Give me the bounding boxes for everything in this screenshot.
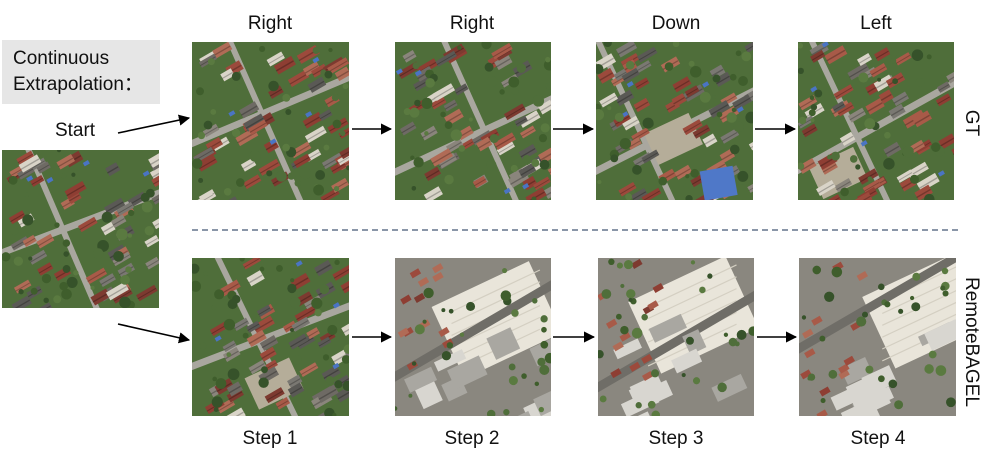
gt-step4-aerial-image [798,42,954,200]
direction-label-4: Left [860,13,892,34]
step-label-3: Step 3 [648,428,704,449]
caption-box: Continuous Extrapolation： [2,40,160,104]
direction-label-3: Down [651,13,701,34]
start-label: Start [54,120,96,141]
row-label-remotebagel: RemoteBAGEL [961,277,982,407]
gt-step2-aerial-image [395,42,551,200]
caption-line-1: Continuous [13,48,110,69]
step-label-1: Step 1 [242,428,298,449]
gt-step3-aerial-image [596,42,753,200]
gt-step1-aerial-image [192,42,349,200]
pred-step2-aerial-image [395,258,551,416]
pred-step3-aerial-image [598,258,754,416]
direction-label-1: Right [247,13,293,34]
direction-label-2: Right [449,13,495,34]
arrow-start-to-gt1 [117,114,191,134]
start-aerial-image [2,150,159,308]
arrow-start-to-pred1 [117,323,191,344]
step-label-2: Step 2 [444,428,500,449]
pred-step4-aerial-image [799,258,956,416]
caption-line-2: Extrapolation： [13,74,143,95]
pred-step1-aerial-image [192,258,349,416]
row-label-gt: GT [961,109,982,137]
step-label-4: Step 4 [850,428,906,449]
row-separator [192,229,958,231]
